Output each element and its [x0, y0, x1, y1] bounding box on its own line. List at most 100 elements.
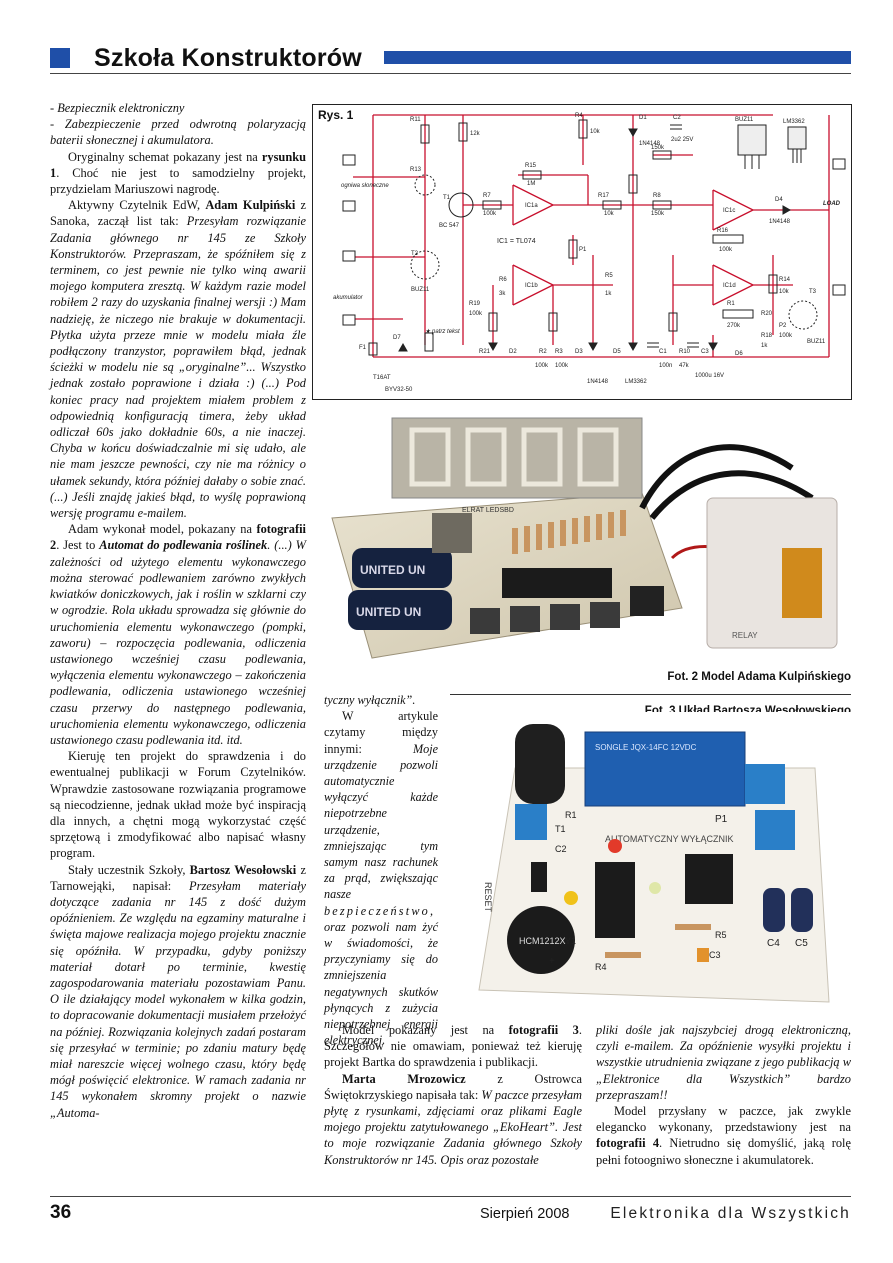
- label: 100k: [483, 211, 497, 217]
- resistor: [596, 514, 602, 540]
- label: 10k: [590, 129, 601, 135]
- screw-terminal: [755, 810, 795, 850]
- label: BYV32-50: [385, 387, 413, 393]
- resistor: [458, 122, 468, 142]
- pcb-label: C2: [555, 844, 567, 854]
- label: 1N4148: [639, 141, 661, 147]
- photo-model-wesolowski: SONGLE JQX-14FC 12VDC P1 AUTOMATYCZNY WY…: [445, 712, 851, 1012]
- resistor: [424, 332, 434, 352]
- label: BUZ11: [735, 117, 754, 123]
- label: F1: [359, 345, 367, 351]
- caption-rule: [450, 694, 851, 695]
- diode: [708, 342, 718, 352]
- ic-chip: [685, 854, 733, 904]
- label: D6: [735, 351, 743, 357]
- paragraph: Model przysłany w paczce, jak zwykle ele…: [596, 1104, 851, 1167]
- label: T16AT: [373, 375, 391, 381]
- capacitor: [515, 724, 565, 804]
- label: 150k: [651, 211, 665, 217]
- label: 12k: [470, 131, 481, 137]
- resistor: [578, 119, 588, 139]
- led: [649, 882, 661, 894]
- label: ★ patrz tekst: [425, 328, 460, 335]
- label: 2u2 25V: [671, 137, 693, 143]
- label: D5: [613, 349, 621, 355]
- voltage-regulator: [432, 513, 472, 553]
- terminal: [342, 200, 356, 212]
- lm3362-package: [787, 126, 807, 150]
- schematic-drawing: R11 R13 12k R4 10k D1 1N4148 C2 2u2 25V …: [333, 113, 846, 393]
- terminal-block: [630, 586, 664, 616]
- resistor-group: [368, 119, 778, 356]
- digit: [521, 427, 563, 487]
- pcb-label: +: [549, 956, 555, 967]
- pushbuttons: [470, 602, 620, 634]
- label: 10k: [779, 289, 790, 295]
- figure-schematic: R11 R13 12k R4 10k D1 1N4148 C2 2u2 25V …: [312, 104, 852, 400]
- label: P1: [579, 247, 587, 253]
- schematic-wire: [512, 184, 554, 206]
- potentiometer: [568, 239, 578, 259]
- label: R18: [761, 333, 773, 339]
- diode: [782, 205, 792, 215]
- capacitor: [791, 888, 813, 932]
- label: 3k: [499, 291, 506, 297]
- pcb-label: T1: [555, 824, 566, 834]
- label: 47k: [679, 363, 690, 369]
- label: BUZ11: [807, 339, 826, 345]
- paragraph: Oryginalny schemat pokazany jest na rysu…: [50, 149, 306, 197]
- label: T2: [411, 251, 419, 257]
- label: T1: [443, 195, 451, 201]
- label: R6: [499, 277, 507, 283]
- label: R14: [779, 277, 791, 283]
- transistor-t3: [788, 300, 818, 330]
- label: R5: [605, 273, 613, 279]
- resistor: [584, 516, 590, 542]
- component-r13: [414, 174, 436, 196]
- resistor: [536, 524, 542, 550]
- label: D3: [575, 349, 583, 355]
- label: R4: [575, 113, 583, 119]
- label: R20: [761, 311, 773, 317]
- label: R3: [555, 349, 563, 355]
- capacitor: [348, 590, 452, 630]
- buzzer: [507, 906, 575, 974]
- middle-column: tyczny wyłącznik”. W artykule czytamy mi…: [324, 692, 438, 1048]
- label: 100k: [469, 311, 483, 317]
- resistor: [482, 200, 502, 210]
- footer-rule: [50, 1196, 851, 1197]
- label: R1: [727, 301, 735, 307]
- label: LM3362: [783, 119, 805, 125]
- label: ogniwa słoneczne: [341, 183, 389, 189]
- label: 100k: [719, 247, 733, 253]
- schematic-wire: [712, 209, 754, 231]
- label: 100k: [535, 363, 549, 369]
- terminal-group: [342, 154, 846, 326]
- resistor: [768, 274, 778, 294]
- diode: [628, 342, 638, 352]
- paragraph: Marta Mrozowicz z Ostrowca Świętokrzyski…: [324, 1071, 582, 1167]
- paragraph: Model pokazany jest na fotografii 3. Szc…: [324, 1023, 582, 1070]
- label: D2: [509, 349, 517, 355]
- resistor: [524, 526, 530, 552]
- transistor-t1: [448, 192, 474, 218]
- wire: [649, 470, 814, 520]
- resistor: [605, 952, 641, 958]
- pcb-label: R4: [595, 962, 607, 972]
- resistor: [560, 520, 566, 546]
- photo-caption: Fot. 2 Model Adama Kulpińskiego: [667, 671, 851, 683]
- resistor: [652, 200, 672, 210]
- resistor: [488, 312, 498, 332]
- pushbutton: [550, 604, 580, 630]
- label: 100k: [779, 333, 793, 339]
- schematic-wire: [512, 204, 554, 226]
- header-bar: [384, 51, 851, 64]
- resistor: [668, 312, 678, 332]
- resistor: [722, 309, 754, 319]
- led-red: [608, 839, 622, 853]
- screw-terminal: [745, 764, 785, 804]
- label: T3: [809, 289, 817, 295]
- capacitor-label: UNITED UN: [360, 563, 425, 577]
- pcb-label: C3: [709, 950, 721, 960]
- capacitor: [697, 948, 709, 962]
